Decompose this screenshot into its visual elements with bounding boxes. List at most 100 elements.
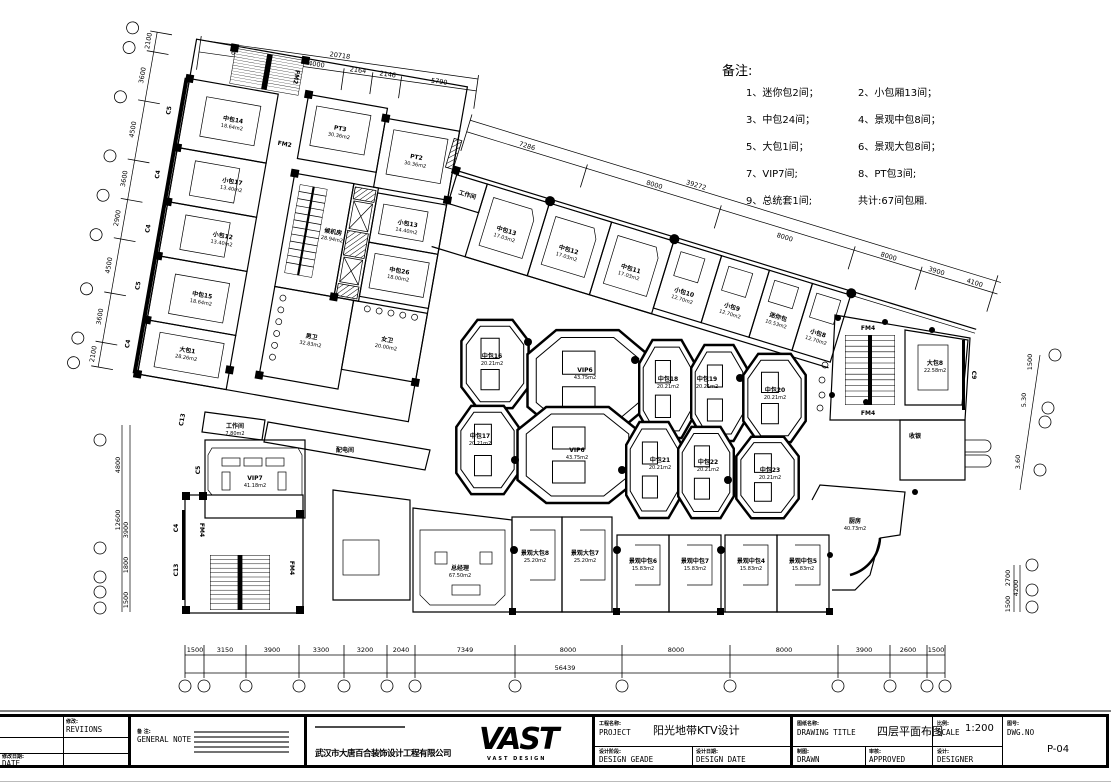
drawing-number-cell: 图号: DWG.NO P-04 [1002,717,1106,768]
octagon-cluster: 中包16 20.21m2 VIP6 43.75m2 中包18 20.21m2 中… [455,318,807,520]
room-name: 中包21 [650,456,670,464]
dimension-label: 2700 [1004,570,1012,587]
note-item: 4、景观中包8间； [858,113,941,126]
project-cell: 工程名称: PROJECT 阳光地带KTV设计 设计阶段: DESIGN GEA… [592,717,790,768]
room-name: 景观大包8 [520,549,549,557]
elevator-icon [339,200,373,286]
note-item: 3、中包24间； [746,113,815,126]
dimension-label: 3900 [264,646,281,654]
room-name: PT3 [333,124,347,133]
room-name: VIP7 [247,475,262,482]
axis-bubbles [178,679,952,693]
room-area: 20.21m2 [759,475,781,481]
lower-left-dimensions: 4800 12600 3900 1800 1500 [93,425,131,615]
drawing-title-cell: 图纸名称: DRAWING TITLE 四层平面布图 制图: DRAWN 审核:… [790,717,943,768]
room-name: 男卫 [305,332,318,342]
vip7-area: VIP7 41.18m2 FM4 FM4 C4 C13 C5 [173,439,306,614]
room-area: 28.26m2 [174,353,197,363]
dimension-label: 8000 [560,646,577,654]
note-item: 6、景观大包8间； [858,140,941,153]
room-name: 中包26 [389,265,410,276]
dimension-label: 2900 [112,209,123,227]
revisions-blank: 修改日期: DATE [0,717,63,768]
room-area: 32.83m2 [299,340,322,350]
logo-subtitle: VAST DESIGN [487,756,547,762]
room-name: 中包18 [658,375,678,383]
room-name: 大包8 [927,359,943,367]
room-name: VIP6 [569,447,584,454]
stair-icon [845,335,895,405]
room-area: 20.21m2 [481,361,503,367]
dimension-label: 3150 [217,646,234,654]
room-name: 小包17 [221,176,243,188]
general-note-label: GENERAL NOTE [137,735,192,744]
room-name: 中包15 [192,289,213,300]
general-note-cell: 备 注: GENERAL NOTE [128,717,304,768]
revisions-cell: 修改: REVIIONS [63,717,128,768]
drawing-title-label: DRAWING TITLE [797,728,856,737]
company-logo-cell: 武汉市大唐百合装饰设计工程有限公司 VAST VAST DESIGN [304,717,592,768]
upper-wing: 工作间 中包13 17.03m2 中包12 17.03m2 中包11 17.03… [431,114,1002,369]
dimension-label: 1500 [1004,596,1012,613]
date-label: DATE [2,759,21,768]
note-item: 1、迷你包2间； [746,86,819,99]
dwgno-label-cn: 图号: [1007,721,1019,727]
toilet-fixtures [269,294,418,361]
room-area: 18.00m2 [386,274,409,284]
dimension-label: 3200 [357,646,374,654]
room-area: 15.83m2 [740,566,762,572]
project-label-cn: 工程名称: [599,721,621,727]
dimension-label: 1500 [1026,354,1034,371]
window-tag: C4 [173,524,180,533]
room-area: 43.75m2 [566,455,588,461]
dimension-label: 2600 [900,646,917,654]
room-area: 20.21m2 [657,384,679,390]
dimension-label: 2146 [379,69,396,79]
door-tag: FM4 [198,523,205,537]
room-area: 13.40m2 [219,185,242,195]
scale-value: 1:200 [965,723,994,734]
room-name: 景观中包7 [680,557,709,565]
window-tag: C5 [165,106,173,116]
dimension-label: 4500 [128,121,139,139]
approved-label: APPROVED [869,755,906,764]
room-area: 40.73m2 [844,526,866,532]
dimension-label: 3.60 [1014,455,1022,469]
floor-plan-drawing: 6060 656 4000 2164 2146 5790 20718 [0,21,1111,712]
window-tag: C4 [124,339,132,349]
door-tag: FM2 [291,69,300,84]
room-area: 18.64m2 [220,123,243,133]
dimension-total: 39272 [685,178,707,192]
approved-label-cn: 审核: [869,749,881,755]
room-name: 中包17 [470,432,490,440]
window-tag: C9 [970,371,977,380]
door-tag: FM4 [861,325,875,332]
room-name: 候机房 [324,226,343,237]
stair-icon [210,555,270,610]
room-area: 25.20m2 [524,558,546,564]
room-area: 15.83m2 [684,566,706,572]
logo-caption-line [315,726,405,728]
axis-bubbles [67,21,139,370]
room-area: 20.21m2 [697,467,719,473]
revisions-label-cn: 修改: [66,719,78,725]
room-name: 景观中包4 [736,557,765,565]
kitchen-area: 厨房 40.73m2 [811,484,906,591]
note-item: 9、总统套1间; [746,194,812,207]
dimension-label: 4200 [1012,580,1020,597]
room-area: 20.21m2 [649,465,671,471]
room-area: 28.94m2 [320,235,343,245]
landscape-rooms: 景观大包8 25.20m2 景观大包7 25.20m2 景观中包6 15.83m… [509,516,833,615]
note-item: 7、VIP7间; [746,167,798,180]
service-rooms: 工作间 7.80m2 配电间 C13 [178,411,431,471]
revisions-label: REVIIONS [66,725,103,734]
room-name: 景观中包6 [628,557,657,565]
dimension-label: 8000 [776,646,793,654]
window-tag: C4 [144,224,152,234]
scale-cell: 比例: SCALE 1:200 设计: DESIGNER [932,717,1002,768]
room-name: 景观大包7 [570,549,599,557]
room-name: 工作间 [226,422,244,430]
window-tag: C5 [134,281,142,291]
dwgno-label: DWG.NO [1007,728,1035,737]
room-name: 女卫 [381,335,394,345]
